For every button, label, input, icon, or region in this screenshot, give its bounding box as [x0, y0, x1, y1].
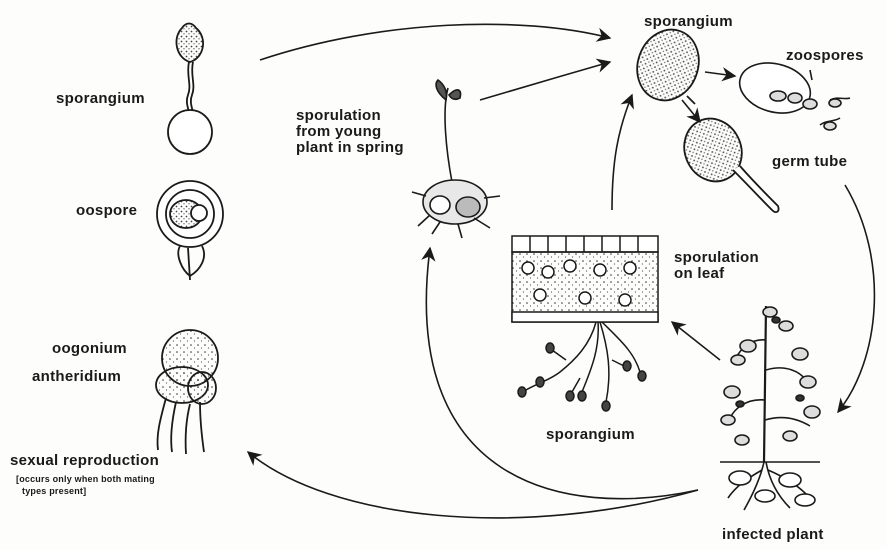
oogonium-antheridium-drawing: [156, 330, 218, 454]
oospore-drawing: [157, 181, 223, 280]
label-sexual-reproduction: sexual reproduction: [10, 453, 159, 469]
label-sexual-note-2: types present]: [22, 487, 86, 496]
arrow-plant-to-leaf: [672, 322, 720, 360]
label-germ-tube: germ tube: [772, 154, 847, 170]
young-plant-drawing: [412, 80, 500, 238]
label-sexual-note-1: [occurs only when both mating: [16, 475, 155, 484]
arrow-young-plant-to-sporangium: [480, 62, 610, 100]
arrow-germtube-to-plant: [838, 185, 874, 412]
label-sporangium-left: sporangium: [56, 91, 145, 107]
label-sporulation-leaf-2: on leaf: [674, 266, 724, 282]
arrow-oospore-to-sporangium: [260, 24, 610, 60]
top-sporangium-drawing: [627, 21, 708, 109]
label-sporulation-leaf-1: sporulation: [674, 250, 759, 266]
label-oospore: oospore: [76, 203, 137, 219]
label-infected-plant: infected plant: [722, 527, 824, 543]
arrow-sporangium-to-zoospores: [705, 72, 735, 76]
arrow-sporangium-to-germtube: [682, 100, 700, 122]
label-sporangium-bottom: sporangium: [546, 427, 635, 443]
label-sporulation-young-3: plant in spring: [296, 140, 404, 156]
germ-tube-drawing: [674, 109, 778, 212]
leaf-section-drawing: [512, 236, 658, 411]
label-sporulation-young-2: from young: [296, 124, 382, 140]
arrow-leaf-to-sporangium: [612, 95, 632, 210]
label-antheridium: antheridium: [32, 369, 121, 385]
arrow-plant-to-sexual: [248, 452, 698, 518]
label-oogonium: oogonium: [52, 341, 127, 357]
label-sporulation-young-1: sporulation: [296, 108, 381, 124]
infected-plant-drawing: [720, 306, 820, 510]
label-sporangium-top: sporangium: [644, 14, 733, 30]
zoospore-release-drawing: [734, 56, 850, 130]
left-sporangium-drawing: [168, 24, 212, 155]
label-zoospores: zoospores: [786, 48, 864, 64]
